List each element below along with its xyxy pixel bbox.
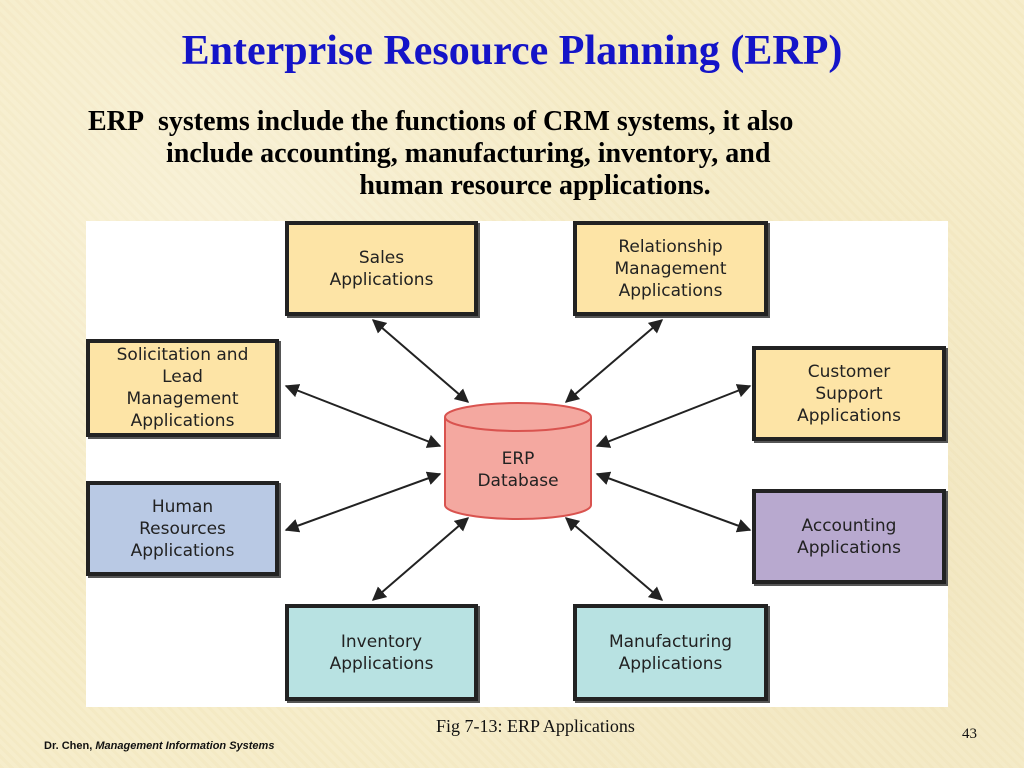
connector-accounting (595, 471, 752, 533)
node-accounting: Accounting Applications (752, 489, 946, 584)
node-solicitation: Solicitation and Lead Management Applica… (86, 339, 279, 437)
figure-caption: Fig 7-13: ERP Applications (436, 716, 635, 736)
footer-author: Dr. Chen, (44, 740, 93, 752)
connector-solicitation (284, 384, 442, 448)
connector-sales (371, 319, 470, 403)
connector-manufacturing (564, 517, 664, 601)
erp-database-cylinder (444, 402, 592, 520)
node-relationship: Relationship Management Applications (573, 221, 768, 316)
connector-human-resources (284, 471, 442, 533)
description-lead: ERP (88, 106, 144, 137)
footer-credit: Dr. Chen, Management Information Systems (44, 740, 274, 752)
footer-book-title: Management Information Systems (95, 740, 275, 752)
node-inventory: Inventory Applications (285, 604, 478, 701)
node-customer-support: Customer Support Applications (752, 346, 946, 441)
erp-database-label: ERP Database (477, 449, 559, 491)
description-line-1-rest: systems include the functions of CRM sys… (158, 106, 794, 137)
slide-description: ERP systems include the functions of CRM … (80, 106, 960, 202)
description-line-3: human resource applications. (359, 170, 711, 201)
node-manufacturing: Manufacturing Applications (573, 604, 768, 701)
connector-inventory (371, 517, 470, 601)
page-number: 43 (962, 726, 977, 742)
node-sales: Sales Applications (285, 221, 478, 316)
connector-relationship (564, 319, 664, 403)
slide-title: Enterprise Resource Planning (ERP) (181, 28, 843, 74)
description-line-1: ERP systems include the functions of CRM … (80, 106, 960, 138)
description-line-2: include accounting, manufacturing, inven… (166, 138, 771, 169)
connector-customer-support (595, 384, 752, 448)
node-human-resources: Human Resources Applications (86, 481, 279, 576)
